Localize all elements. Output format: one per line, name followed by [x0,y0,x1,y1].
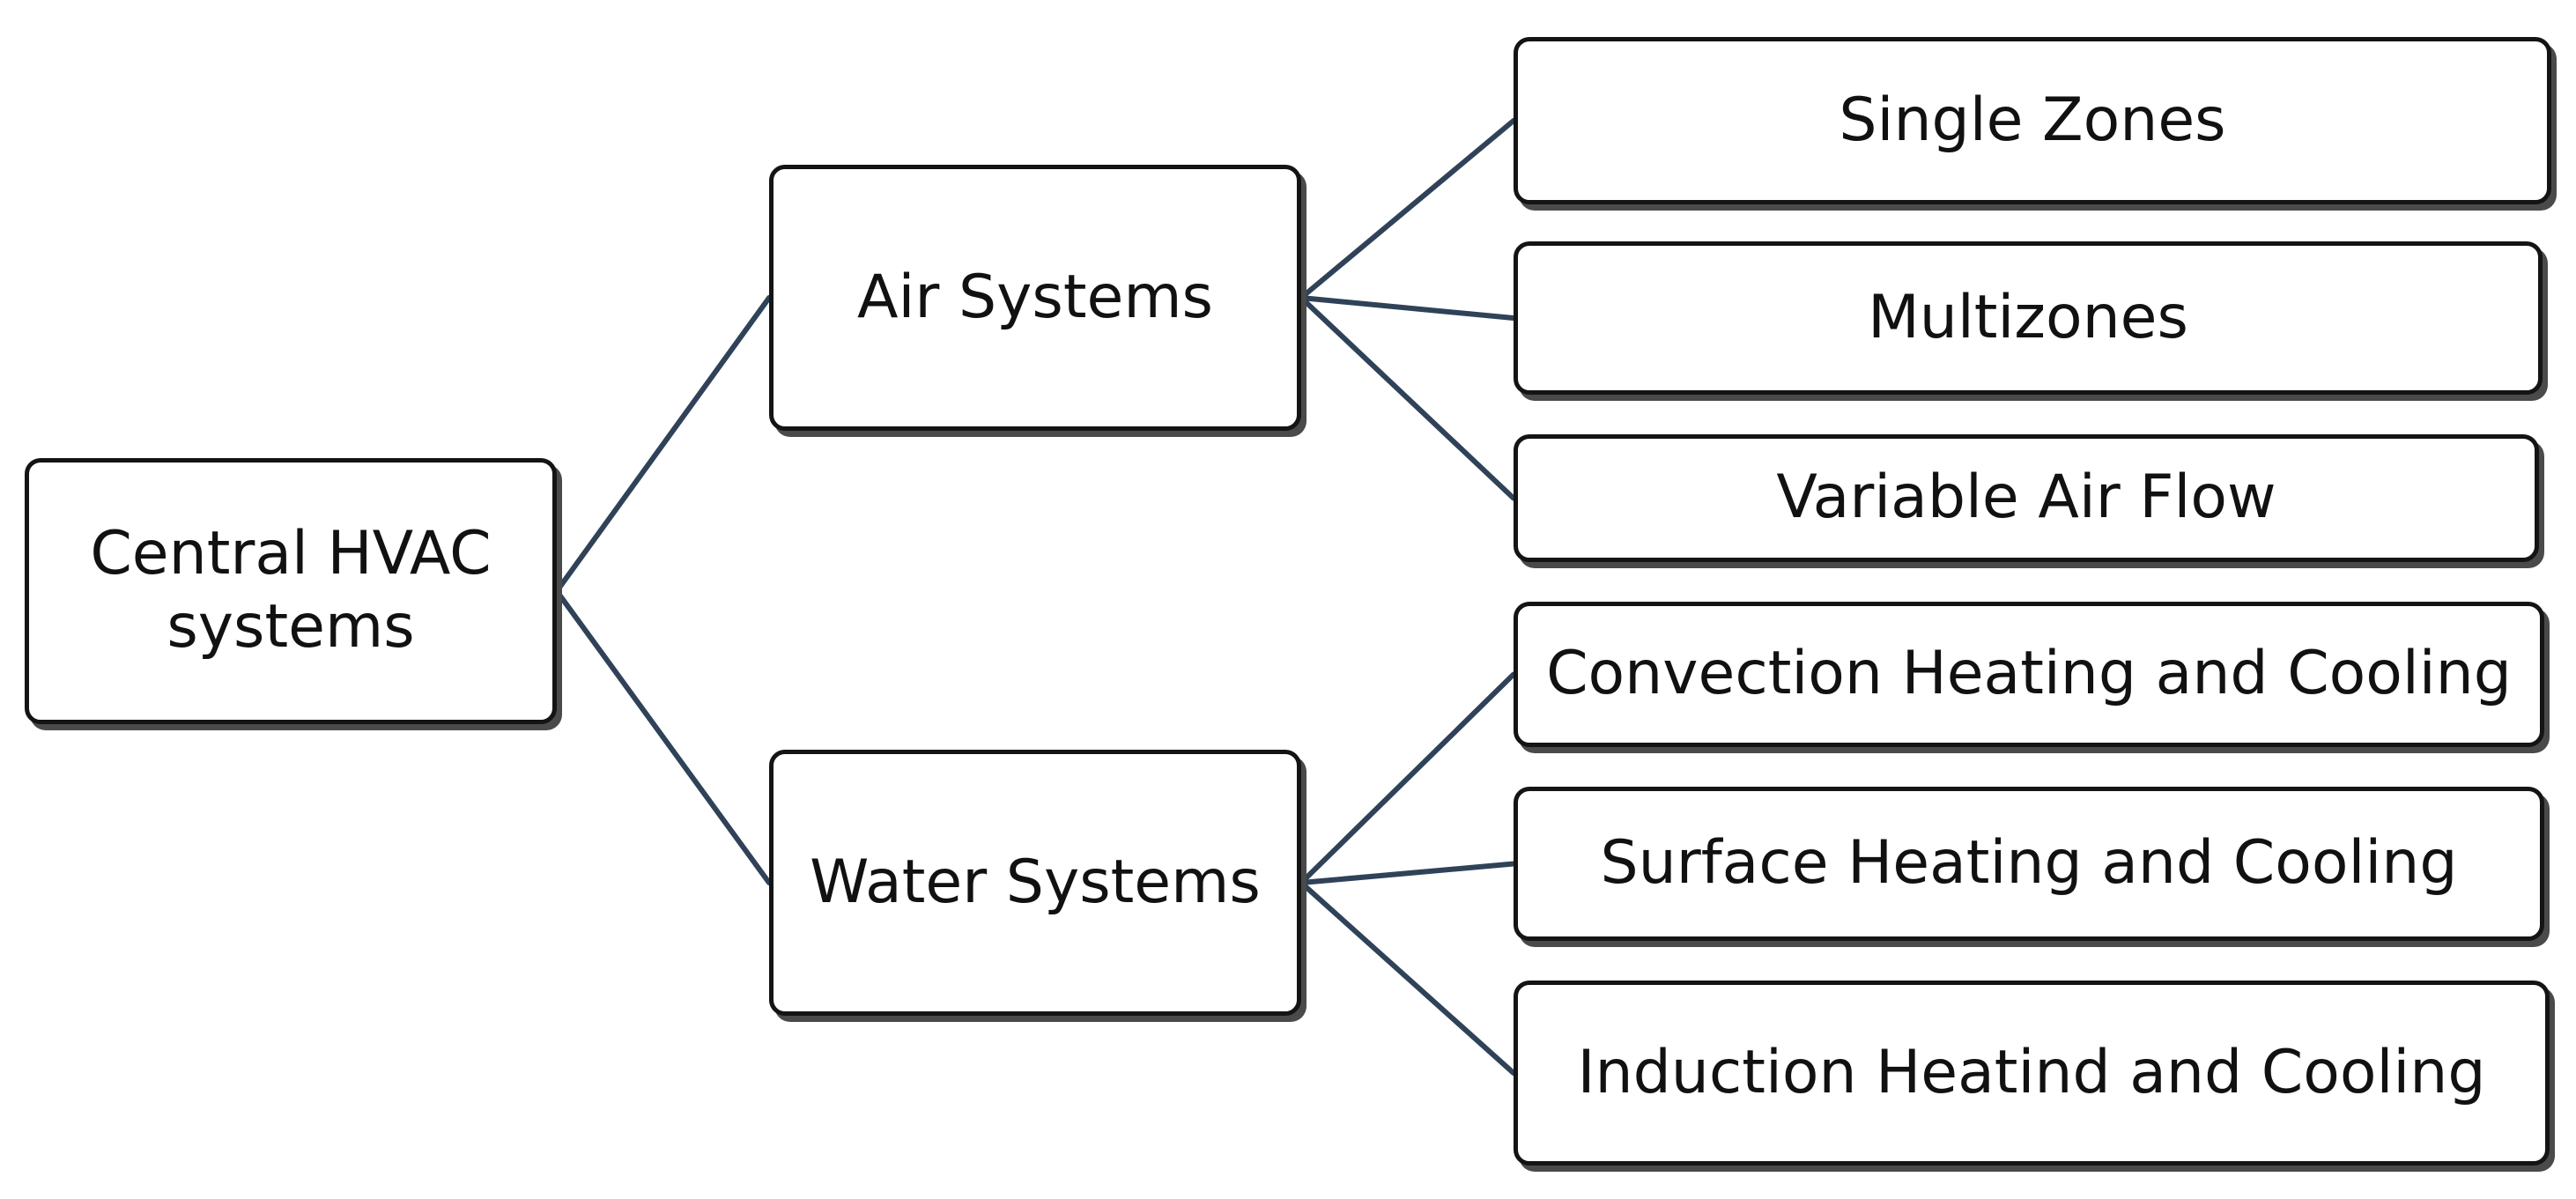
root-node-central-hvac: Central HVAC systems [25,458,557,724]
branch-node-water-systems: Water Systems [769,750,1301,1016]
leaf-label-single-zones: Single Zones [1839,85,2226,155]
connector-node-root-to-node-water [554,588,772,885]
connector-node-air-to-leaf-1 [1299,295,1516,321]
connector-node-water-to-leaf-5 [1299,880,1516,1076]
connector-node-air-to-leaf-0 [1299,118,1516,300]
branch-label-water-systems: Water Systems [810,847,1261,917]
leaf-node-variable-air-flow: Variable Air Flow [1514,434,2539,562]
root-label-line1: Central HVAC [90,519,492,589]
branch-node-air-systems: Air Systems [769,165,1301,431]
connector-node-air-to-leaf-2 [1299,295,1516,501]
leaf-label-variable-air-flow: Variable Air Flow [1776,463,2276,533]
leaf-node-induction-heating-cooling: Induction Heatind and Cooling [1514,981,2550,1166]
leaf-node-multizones: Multizones [1514,241,2543,395]
connector-node-root-to-node-air [554,295,772,594]
branch-label-air-systems: Air Systems [857,262,1213,332]
leaf-node-surface-heating-cooling: Surface Heating and Cooling [1514,787,2544,941]
leaf-label-induction-heating-cooling: Induction Heatind and Cooling [1577,1037,2486,1107]
leaf-label-multizones: Multizones [1868,282,2188,352]
root-label-line2: systems [167,592,415,662]
leaf-node-convection-heating-cooling: Convection Heating and Cooling [1514,602,2544,747]
connector-node-water-to-leaf-4 [1299,861,1516,885]
connector-node-water-to-leaf-3 [1299,671,1516,885]
leaf-node-single-zones: Single Zones [1514,37,2551,204]
leaf-label-surface-heating-cooling: Surface Heating and Cooling [1600,828,2458,899]
leaf-label-convection-heating-cooling: Convection Heating and Cooling [1546,639,2512,709]
